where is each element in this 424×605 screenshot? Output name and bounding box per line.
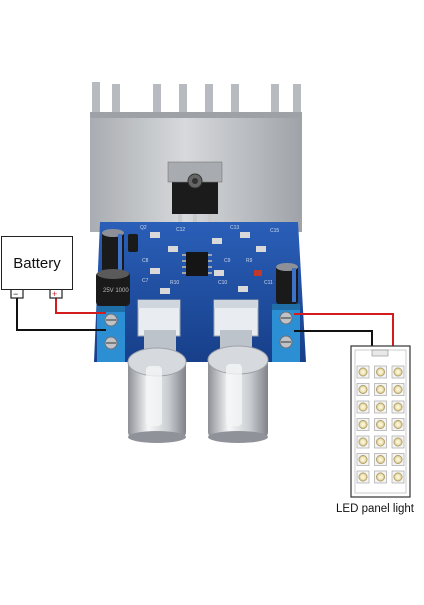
battery-positive-terminal: +	[49, 288, 63, 299]
svg-text:C12: C12	[176, 227, 185, 233]
led-chip	[376, 437, 385, 447]
svg-text:C10: C10	[218, 280, 227, 286]
led-chip	[358, 367, 368, 377]
negative-wire-battery	[16, 296, 106, 331]
battery-label: Battery	[13, 254, 61, 272]
led-chip	[376, 420, 385, 429]
volume-knob-left	[127, 347, 187, 443]
terminal-block-right	[272, 304, 300, 362]
battery-minus-sign: −	[13, 289, 18, 299]
capacitor-left	[102, 229, 124, 272]
led-chip	[393, 455, 403, 464]
svg-text:R9: R9	[246, 258, 253, 264]
battery-box: Battery	[1, 236, 73, 290]
svg-text:C8: C8	[142, 258, 149, 264]
svg-text:C11: C11	[264, 280, 273, 286]
led-chip	[358, 455, 368, 464]
led-chip	[376, 367, 385, 377]
led-chip	[393, 420, 403, 429]
led-chip	[393, 367, 403, 377]
led-chip	[376, 385, 385, 394]
positive-wire-battery	[55, 296, 106, 314]
led-chip	[358, 472, 368, 482]
svg-text:C15: C15	[270, 228, 279, 234]
capacitor-right	[276, 263, 298, 304]
led-panel-caption: LED panel light	[336, 503, 414, 515]
led-chip	[358, 385, 368, 394]
led-chip	[376, 472, 385, 482]
capacitor-small	[128, 234, 138, 252]
led-chip	[358, 402, 368, 412]
svg-text:C9: C9	[224, 258, 231, 264]
voltage-regulator	[167, 161, 223, 228]
led-chip	[393, 437, 403, 447]
battery-plus-sign: +	[52, 289, 57, 299]
volume-knob-right	[207, 345, 269, 443]
led-chip	[393, 402, 403, 412]
led-panel	[350, 345, 411, 498]
led-chip	[376, 402, 385, 412]
capacitor-bottom-left: 25V 1000	[96, 269, 130, 306]
capacitor-marking: 25V 1000	[103, 288, 129, 294]
positive-wire-led	[294, 313, 394, 346]
negative-wire-led	[294, 330, 373, 346]
battery-negative-terminal: −	[10, 288, 24, 299]
svg-text:Q2: Q2	[140, 225, 147, 231]
led-grid	[356, 365, 405, 484]
led-chip	[393, 472, 403, 482]
led-chip	[393, 385, 403, 394]
led-chip	[358, 420, 368, 429]
svg-text:R10: R10	[170, 280, 179, 286]
svg-text:C7: C7	[142, 278, 149, 284]
svg-text:C13: C13	[230, 225, 239, 231]
terminal-block-left	[97, 306, 125, 362]
led-chip	[358, 437, 368, 447]
led-chip	[376, 455, 385, 464]
